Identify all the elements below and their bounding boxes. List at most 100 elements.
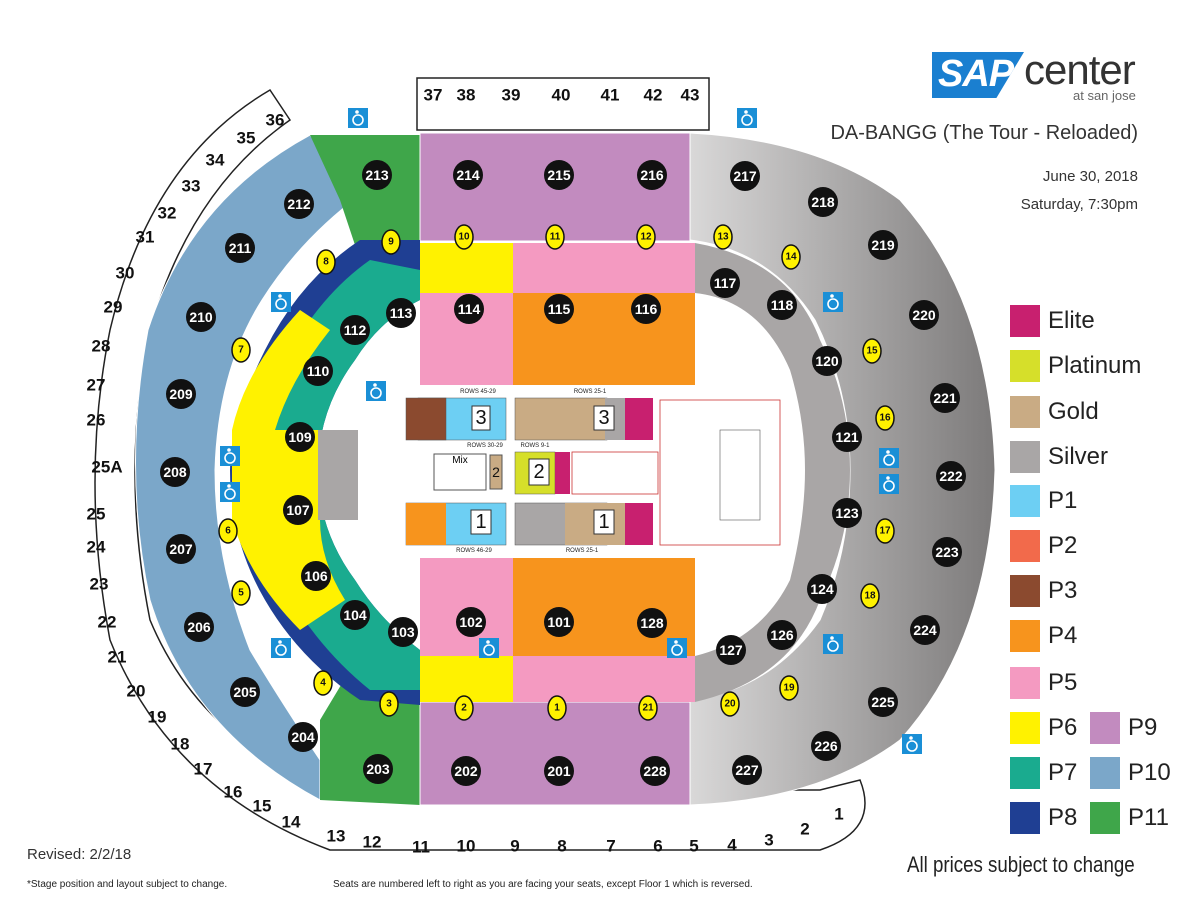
section-211-marker[interactable] bbox=[225, 233, 255, 263]
section-220-marker[interactable] bbox=[909, 300, 939, 330]
gate-1-label: 1 bbox=[554, 703, 560, 714]
section-123-label: 123 bbox=[835, 505, 859, 521]
wheelchair-icon-wheel bbox=[906, 740, 918, 752]
wheelchair-icon-head bbox=[355, 110, 359, 114]
sap-center-logo: SAP center at san jose bbox=[932, 46, 1142, 110]
section-209-marker[interactable] bbox=[166, 379, 196, 409]
section-223-marker[interactable] bbox=[932, 537, 962, 567]
suite-32-label: 32 bbox=[158, 204, 177, 223]
legend-label-p3: P3 bbox=[1048, 577, 1078, 604]
section-118-marker[interactable] bbox=[767, 290, 797, 320]
section-201-marker[interactable] bbox=[544, 756, 574, 786]
gate-17-label: 17 bbox=[879, 526, 891, 537]
section-124-marker[interactable] bbox=[807, 574, 837, 604]
section-202-marker[interactable] bbox=[451, 756, 481, 786]
legend-label-p4: P4 bbox=[1048, 622, 1078, 649]
section-204-marker[interactable] bbox=[288, 722, 318, 752]
section-106-marker[interactable] bbox=[301, 561, 331, 591]
section-228-marker[interactable] bbox=[640, 756, 670, 786]
section-117-marker[interactable] bbox=[710, 268, 740, 298]
section-107-marker[interactable] bbox=[283, 495, 313, 525]
section-215-marker[interactable] bbox=[544, 160, 574, 190]
section-121-label: 121 bbox=[835, 429, 859, 445]
section-102-marker[interactable] bbox=[456, 607, 486, 637]
wheelchair-icon-wheel bbox=[275, 298, 287, 310]
section-123-marker[interactable] bbox=[832, 498, 862, 528]
section-221-marker[interactable] bbox=[930, 383, 960, 413]
gate-7-marker bbox=[231, 337, 251, 363]
suite-16-label: 16 bbox=[224, 783, 243, 802]
section-213-marker[interactable] bbox=[362, 160, 392, 190]
suite-38-label: 38 bbox=[457, 86, 476, 105]
section-225-marker[interactable] bbox=[868, 687, 898, 717]
section-117-label: 117 bbox=[714, 275, 737, 291]
section-113-label: 113 bbox=[390, 305, 413, 321]
section-120-marker[interactable] bbox=[812, 346, 842, 376]
section-219-marker[interactable] bbox=[868, 230, 898, 260]
section-228-label: 228 bbox=[643, 763, 667, 779]
section-205-marker[interactable] bbox=[230, 677, 260, 707]
section-226-marker[interactable] bbox=[811, 731, 841, 761]
section-225-label: 225 bbox=[871, 694, 895, 710]
gate-17-marker bbox=[875, 518, 895, 544]
section-127-marker[interactable] bbox=[716, 635, 746, 665]
suite-42-label: 42 bbox=[644, 86, 663, 105]
section-204-label: 204 bbox=[291, 729, 315, 745]
legend-label-platinum: Platinum bbox=[1048, 352, 1142, 379]
legend-swatch-p1 bbox=[1010, 485, 1040, 517]
section-206-marker[interactable] bbox=[184, 612, 214, 642]
section-104-marker[interactable] bbox=[340, 600, 370, 630]
section-109-marker[interactable] bbox=[285, 422, 315, 452]
section-224-marker[interactable] bbox=[910, 615, 940, 645]
section-210-marker[interactable] bbox=[186, 302, 216, 332]
section-114-marker[interactable] bbox=[454, 294, 484, 324]
section-203-marker[interactable] bbox=[363, 754, 393, 784]
section-202-label: 202 bbox=[454, 763, 478, 779]
suite-30-label: 30 bbox=[116, 264, 135, 283]
rows-25-1-bottom-label: ROWS 25-1 bbox=[566, 548, 599, 554]
event-date: June 30, 2018 bbox=[1042, 168, 1138, 185]
section-115-marker[interactable] bbox=[544, 294, 574, 324]
suite-3-label: 3 bbox=[764, 831, 773, 850]
floor-3-left: 3 bbox=[475, 407, 486, 429]
suite-27-label: 27 bbox=[87, 376, 106, 395]
section-126-marker[interactable] bbox=[767, 620, 797, 650]
section-208-marker[interactable] bbox=[160, 457, 190, 487]
section-218-marker[interactable] bbox=[808, 187, 838, 217]
section-113-marker[interactable] bbox=[386, 298, 416, 328]
section-121-marker[interactable] bbox=[832, 422, 862, 452]
section-207-marker[interactable] bbox=[166, 534, 196, 564]
gate-15-label: 15 bbox=[866, 346, 878, 357]
wheelchair-icon bbox=[823, 634, 843, 654]
section-214-marker[interactable] bbox=[453, 160, 483, 190]
section-217-marker[interactable] bbox=[730, 161, 760, 191]
section-227-marker[interactable] bbox=[732, 755, 762, 785]
section-103-marker[interactable] bbox=[388, 617, 418, 647]
gate-4-label: 4 bbox=[320, 678, 326, 689]
gate-18-label: 18 bbox=[864, 591, 876, 602]
suite-21-label: 21 bbox=[108, 648, 127, 667]
wheelchair-icon bbox=[366, 381, 386, 401]
gate-20-marker bbox=[720, 691, 740, 717]
suite-4-label: 4 bbox=[727, 836, 737, 855]
section-112-marker[interactable] bbox=[340, 315, 370, 345]
suite-35-label: 35 bbox=[237, 129, 256, 148]
section-221-label: 221 bbox=[933, 390, 957, 406]
section-222-marker[interactable] bbox=[936, 461, 966, 491]
section-216-marker[interactable] bbox=[637, 160, 667, 190]
section-212-marker[interactable] bbox=[284, 189, 314, 219]
section-207-label: 207 bbox=[169, 541, 193, 557]
section-116-marker[interactable] bbox=[631, 294, 661, 324]
gate-21-label: 21 bbox=[642, 703, 654, 714]
section-203-label: 203 bbox=[366, 761, 390, 777]
suite-7-label: 7 bbox=[606, 837, 615, 856]
section-110-marker[interactable] bbox=[303, 356, 333, 386]
gate-16-marker bbox=[875, 405, 895, 431]
section-109-label: 109 bbox=[288, 429, 312, 445]
wheelchair-icon-wheel bbox=[224, 452, 236, 464]
suite-34-label: 34 bbox=[206, 151, 225, 170]
section-218-label: 218 bbox=[811, 194, 835, 210]
section-128-marker[interactable] bbox=[637, 608, 667, 638]
suite-19-label: 19 bbox=[148, 708, 167, 727]
section-101-marker[interactable] bbox=[544, 607, 574, 637]
